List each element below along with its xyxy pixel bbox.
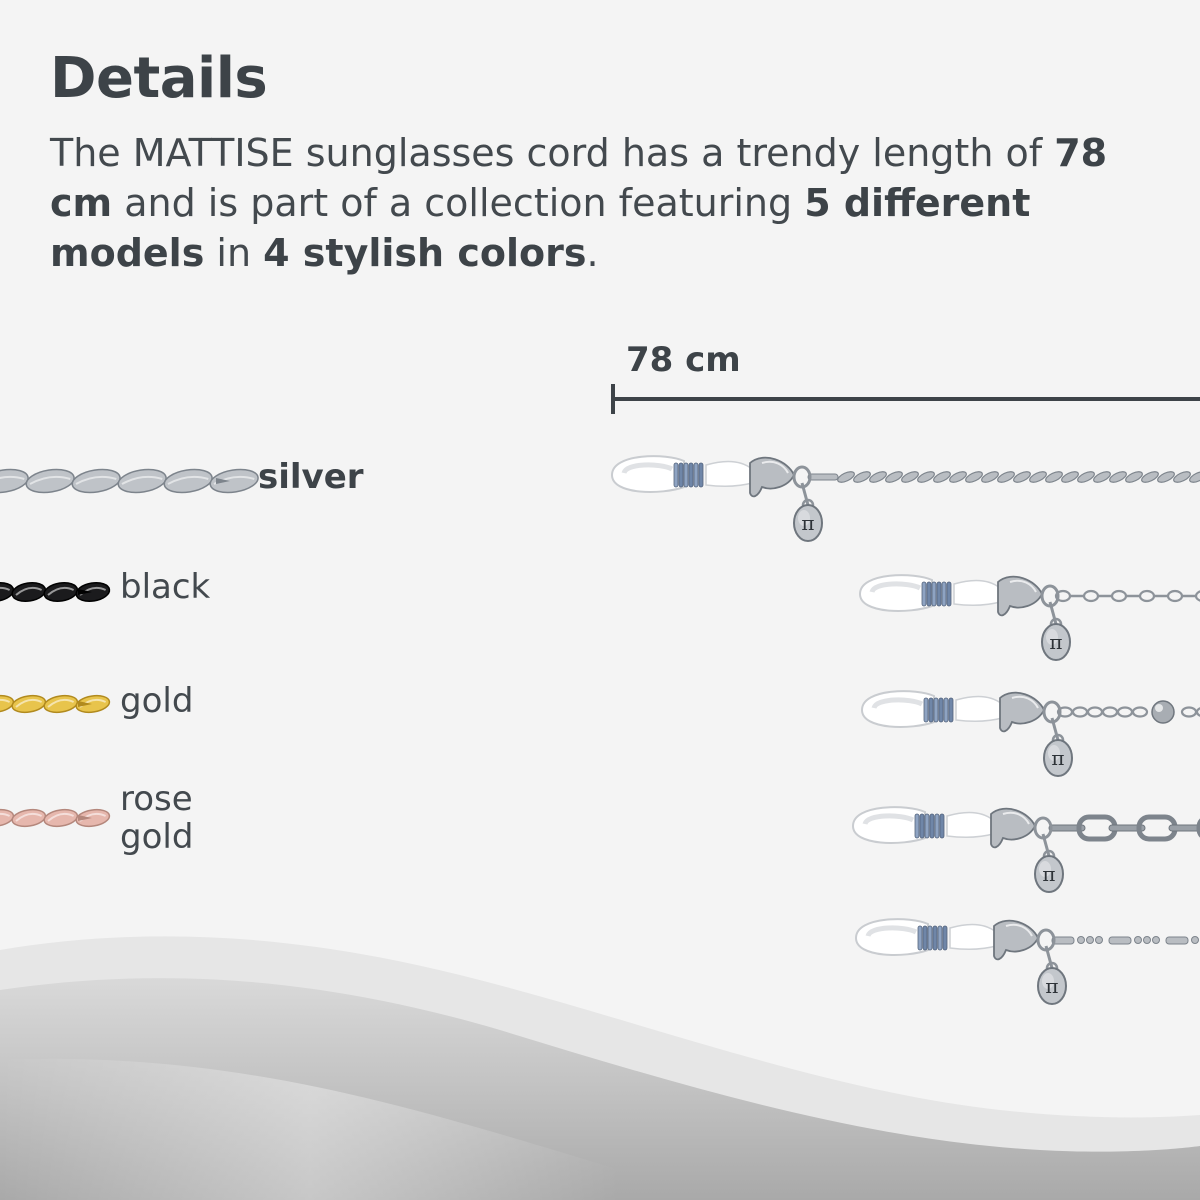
length-highlight: 78 cm	[50, 131, 1108, 225]
color-option-silver[interactable]: silver	[258, 457, 364, 497]
cord-model-bar-ball[interactable]: π	[854, 918, 1199, 1005]
product-description: The MATTISE sunglasses cord has a trendy…	[50, 128, 1130, 278]
color-option-rose-gold[interactable]: rose gold	[120, 779, 194, 857]
length-label: 78 cm	[626, 340, 741, 380]
rope-swatch[interactable]	[0, 807, 111, 828]
rope-swatch[interactable]	[0, 580, 111, 603]
pi-icon: π	[1042, 862, 1055, 886]
description-text: in	[204, 231, 264, 275]
cord-model-rope[interactable]: π	[610, 455, 1200, 542]
page-title: Details	[50, 46, 268, 111]
rope-swatch[interactable]	[0, 693, 111, 714]
pi-icon: π	[801, 511, 814, 535]
pi-icon: π	[1051, 746, 1064, 770]
colors-highlight: 4 stylish colors	[263, 231, 587, 275]
color-option-gold[interactable]: gold	[120, 681, 194, 721]
cord-model-link[interactable]: π	[851, 806, 1200, 893]
models-highlight: 5 different models	[50, 181, 1031, 275]
pi-icon: π	[1045, 974, 1058, 998]
cord-model-cable[interactable]: π	[858, 574, 1200, 661]
cord-model-bead[interactable]: π	[860, 690, 1200, 777]
description-text: The MATTISE sunglasses cord has a trendy…	[50, 131, 1055, 175]
rope-swatch[interactable]	[0, 466, 260, 495]
description-text: and is part of a collection featuring	[112, 181, 805, 225]
color-option-black[interactable]: black	[120, 567, 211, 607]
description-text: .	[586, 231, 599, 275]
pi-icon: π	[1049, 630, 1062, 654]
